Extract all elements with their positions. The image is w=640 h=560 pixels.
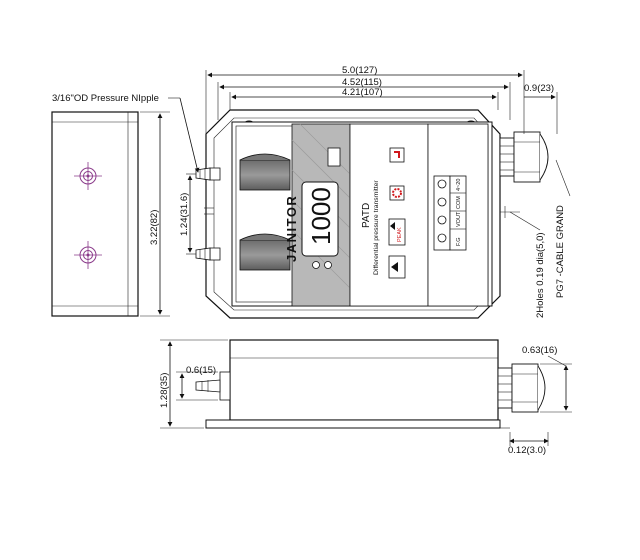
lower-port-crosshair: [74, 241, 102, 269]
status-window: [327, 147, 341, 167]
peak-label: PEAK: [397, 227, 403, 242]
port-spacing-label: 1.24(31.6): [179, 193, 190, 236]
height-dimension: 3.22(82): [140, 111, 170, 317]
description-label: Differential pressure transmitter: [373, 180, 380, 275]
settings-button[interactable]: [389, 185, 405, 201]
side-cable-gland: [497, 363, 546, 413]
settings-icon: [392, 188, 402, 198]
cable-callout: PG7 -CABLE GRAND: [555, 159, 571, 298]
brand-label: JANITOR: [284, 195, 299, 262]
top-view: 1000 JANITOR PATD Differential pressure …: [195, 109, 549, 319]
holes-label: 2Holes 0.19 dia(5,0): [535, 232, 546, 318]
model-label: PATD: [361, 203, 372, 228]
upper-nipple: [195, 167, 221, 181]
left-side-view: [51, 111, 139, 317]
down-button[interactable]: [388, 255, 406, 279]
side-view: [195, 339, 546, 429]
side-height-label: 1.28(35): [159, 373, 170, 408]
peak-button[interactable]: PEAK: [388, 218, 406, 246]
nipple-label: 3/16"OD Pressure NIpple: [52, 93, 159, 104]
led-1: [312, 261, 320, 269]
port-spacing-dimension: 1.24(31.6): [179, 173, 214, 255]
display-value: 1000: [306, 187, 336, 245]
lower-nipple: [195, 247, 221, 261]
side-dimensions: 1.28(35) 0.6(15) 0.63(16) 0.12(3.0): [159, 339, 572, 456]
holes-callout: 2Holes 0.19 dia(5,0): [500, 206, 546, 318]
terminal-label-0: 4~20: [456, 179, 462, 191]
upper-port-crosshair: [74, 162, 102, 190]
width-mid-label: 4.52(115): [342, 77, 382, 88]
nipple-height-label: 0.6(15): [186, 365, 216, 376]
terminal-label-3: F.G: [456, 237, 462, 246]
lcd-display: [301, 181, 339, 257]
down-arrow-icon: [391, 262, 398, 272]
terminal-label-1: COM: [456, 196, 462, 209]
terminal-labels: [449, 175, 467, 251]
peak-arrow-icon: [390, 222, 395, 230]
cable-gland: [499, 131, 549, 183]
port-block-lower: [239, 233, 291, 271]
terminal-label-2: VOUT: [456, 211, 462, 227]
top-dimensions: 5.0(127) 4.52(115) 4.21(107) 0.9(23): [205, 65, 558, 134]
led-2: [324, 261, 332, 269]
gland-ext-label: 0.9(23): [524, 83, 554, 94]
side-nipple: [195, 379, 221, 393]
nipple-callout: 3/16"OD Pressure NIpple: [52, 93, 200, 173]
foot-label: 0.12(3.0): [508, 445, 546, 456]
cable-label: PG7 -CABLE GRAND: [555, 205, 566, 298]
width-overall-label: 5.0(127): [342, 65, 377, 76]
port-block-upper: [239, 153, 291, 191]
vent-button[interactable]: [389, 147, 405, 163]
gland-height-label: 0.63(16): [522, 345, 557, 356]
vent-icon: [394, 151, 400, 158]
width-inner-label: 4.21(107): [342, 87, 383, 98]
height-overall-label: 3.22(82): [149, 210, 160, 245]
